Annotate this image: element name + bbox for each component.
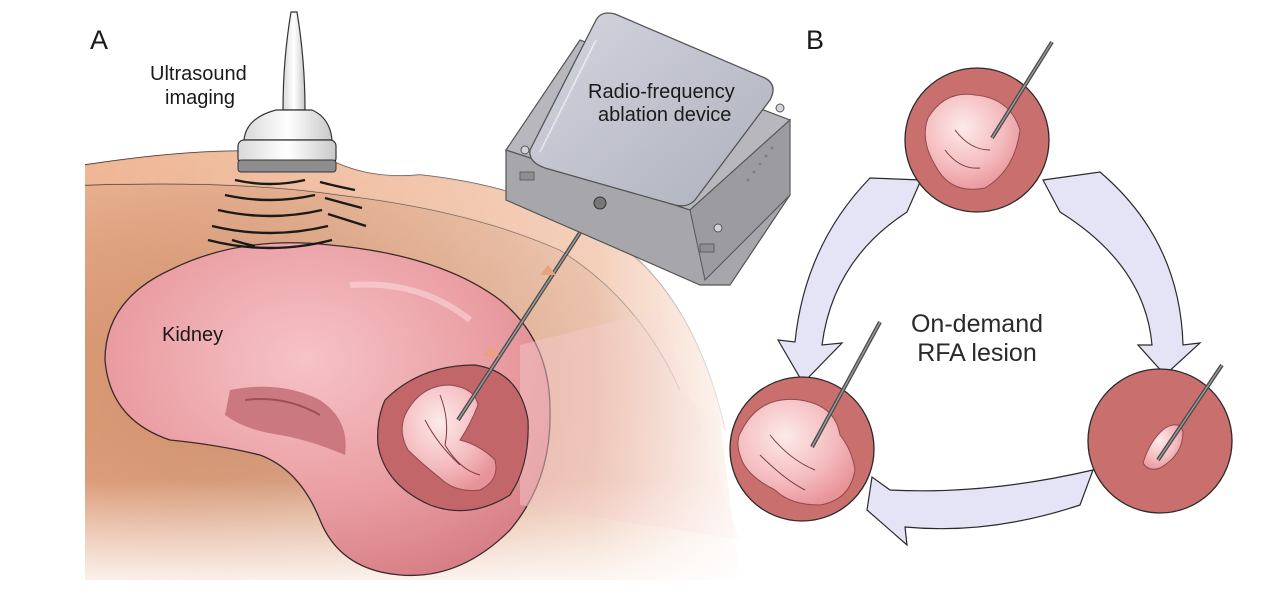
- panel-b: B On-demand RFA lesion: [729, 25, 1233, 547]
- cycle-node-left: [729, 321, 882, 522]
- label-kidney: Kidney: [162, 324, 223, 346]
- cycle-label-line2: RFA lesion: [917, 339, 1037, 367]
- cycle-node-right: [1087, 363, 1233, 514]
- rfa-device: [505, 12, 792, 286]
- cycle-arrow-bottom: [866, 469, 1094, 547]
- needle-marker-lower: [483, 346, 499, 356]
- panel-a: A Ultrasound imaging Radio-frequency abl…: [84, 11, 792, 590]
- label-ultrasound-line1: Ultrasound: [150, 63, 247, 85]
- ablation-zone: [401, 384, 497, 491]
- label-ultrasound-line2: imaging: [165, 87, 235, 109]
- panel-letter-a: A: [90, 25, 108, 55]
- kidney-hilum: [225, 386, 346, 455]
- panel-letter-b: B: [806, 25, 824, 55]
- label-device-line1: Radio-frequency: [588, 81, 735, 103]
- cycle-arrow-left: [776, 177, 922, 384]
- needle-marker-upper: [540, 265, 556, 275]
- ultrasound-waves: [207, 178, 367, 250]
- cycle-label-line1: On-demand: [911, 310, 1043, 338]
- label-device-line2: ablation device: [598, 104, 731, 126]
- ultrasound-probe: [237, 11, 337, 173]
- magnification-cone: [520, 310, 740, 540]
- cycle-arrow-right: [1042, 171, 1202, 376]
- cycle-node-top: [904, 40, 1054, 213]
